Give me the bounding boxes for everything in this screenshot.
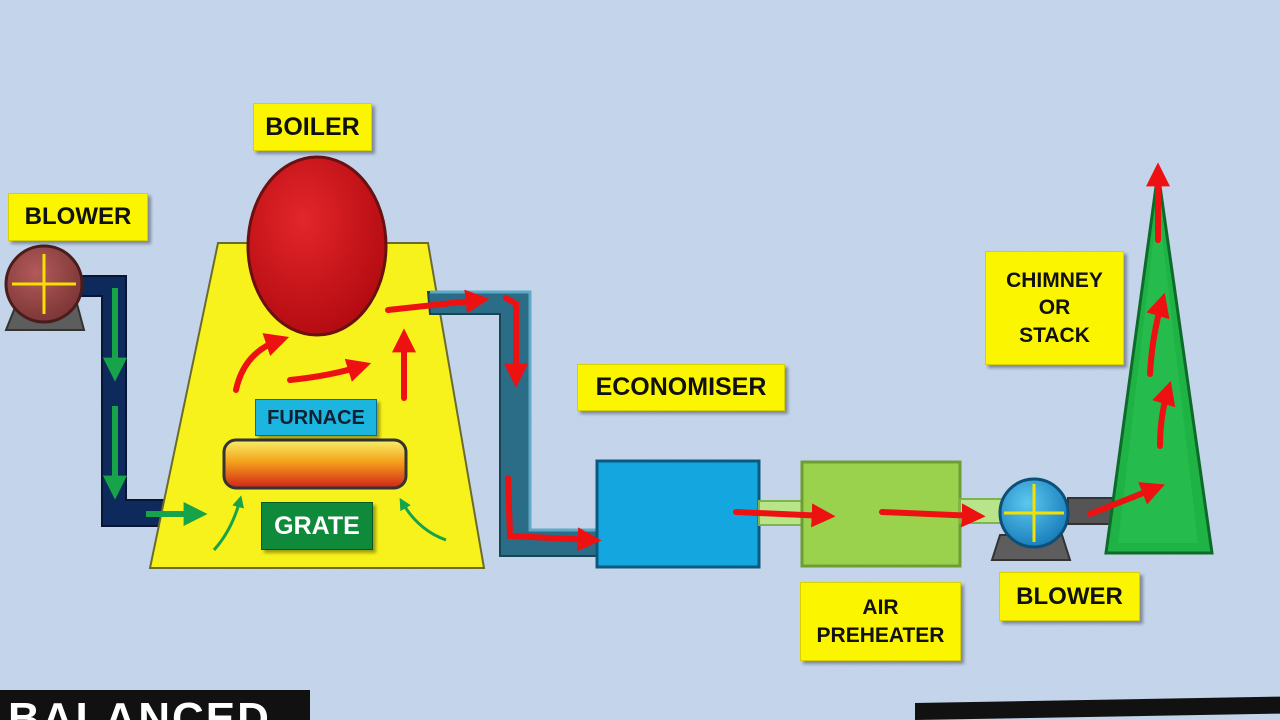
preheater-to-blower-duct [959,498,1005,524]
inlet-air-flow-arrows [103,288,208,526]
forced-draft-blower [4,244,86,331]
grate-label: GRATE [261,502,373,550]
furnace-label: FURNACE [255,399,377,436]
blower-left-label: BLOWER [8,193,148,241]
grate-air-flow-arrows [212,495,447,552]
induced-draft-blower [990,477,1072,561]
flue-gas-flow-arrows [233,162,1176,552]
blower-right-label: BLOWER [999,572,1140,621]
chimney-label: CHIMNEY OR STACK [985,251,1124,365]
bottom-banner: BALANCED [0,690,310,720]
air-preheater-label: AIR PREHEATER [800,582,961,661]
boiler-label: BOILER [253,103,372,151]
boiler-drum [246,155,388,337]
grate-bed [222,438,408,490]
economiser-label: ECONOMISER [577,364,785,411]
